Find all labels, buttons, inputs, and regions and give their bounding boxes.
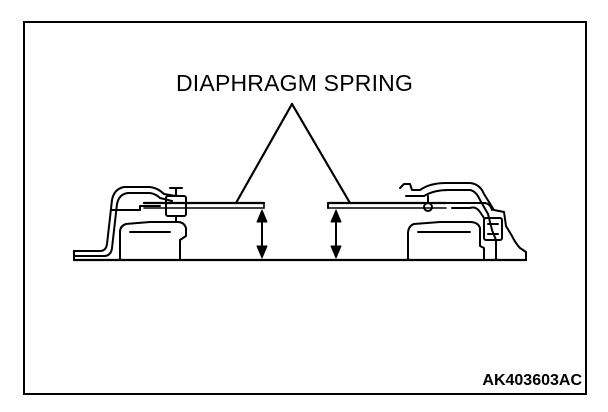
height-measurement-arrows (256, 209, 342, 259)
right-cover-assembly (326, 182, 527, 261)
leader-line-right (290, 102, 352, 205)
callout-label-diaphragm-spring: DIAPHRAGM SPRING (176, 70, 414, 96)
callout-leader-lines (234, 102, 352, 205)
measurement-arrow-left (256, 209, 268, 259)
measurement-arrow-right (330, 209, 342, 259)
leader-line-left (234, 102, 294, 205)
figure-code-label: AK403603AC (482, 372, 582, 389)
left-cover-assembly (73, 186, 266, 261)
figure-frame (23, 21, 587, 395)
